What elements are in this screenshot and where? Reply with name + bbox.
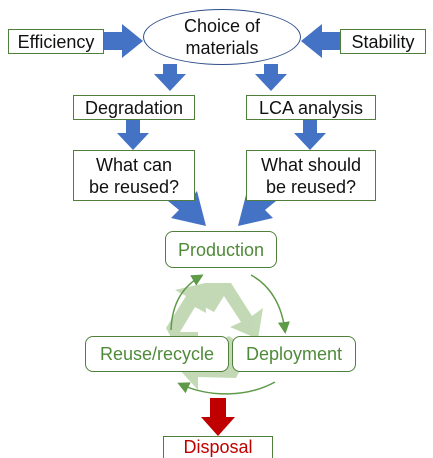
node-deployment: Deployment: [232, 336, 356, 372]
arrow-choice-to-lca: [255, 64, 287, 91]
node-reuse-recycle: Reuse/recycle: [85, 336, 229, 372]
arrow-efficiency-to-choice: [104, 24, 143, 58]
node-choice-of-materials: Choice of materials: [143, 9, 301, 65]
cycle-arrow-production-to-deployment: [250, 274, 290, 334]
node-stability: Stability: [340, 29, 426, 54]
cycle-arrow-reuse-to-production: [170, 274, 204, 331]
arrow-stability-to-choice: [301, 24, 340, 58]
node-degradation: Degradation: [73, 95, 195, 120]
node-production: Production: [165, 231, 277, 268]
cycle-arrow-deployment-to-reuse: [177, 381, 276, 395]
node-efficiency: Efficiency: [8, 29, 104, 54]
node-what-should-be-reused: What should be reused?: [246, 150, 376, 201]
node-disposal: Disposal: [163, 436, 273, 458]
arrow-degradation-to-what-can: [117, 120, 149, 150]
node-lca-analysis: LCA analysis: [246, 95, 376, 120]
arrow-lca-to-what-should: [294, 120, 326, 150]
arrow-choice-to-degradation: [154, 64, 186, 91]
node-what-can-be-reused: What can be reused?: [73, 150, 195, 201]
arrow-to-disposal: [201, 398, 235, 436]
